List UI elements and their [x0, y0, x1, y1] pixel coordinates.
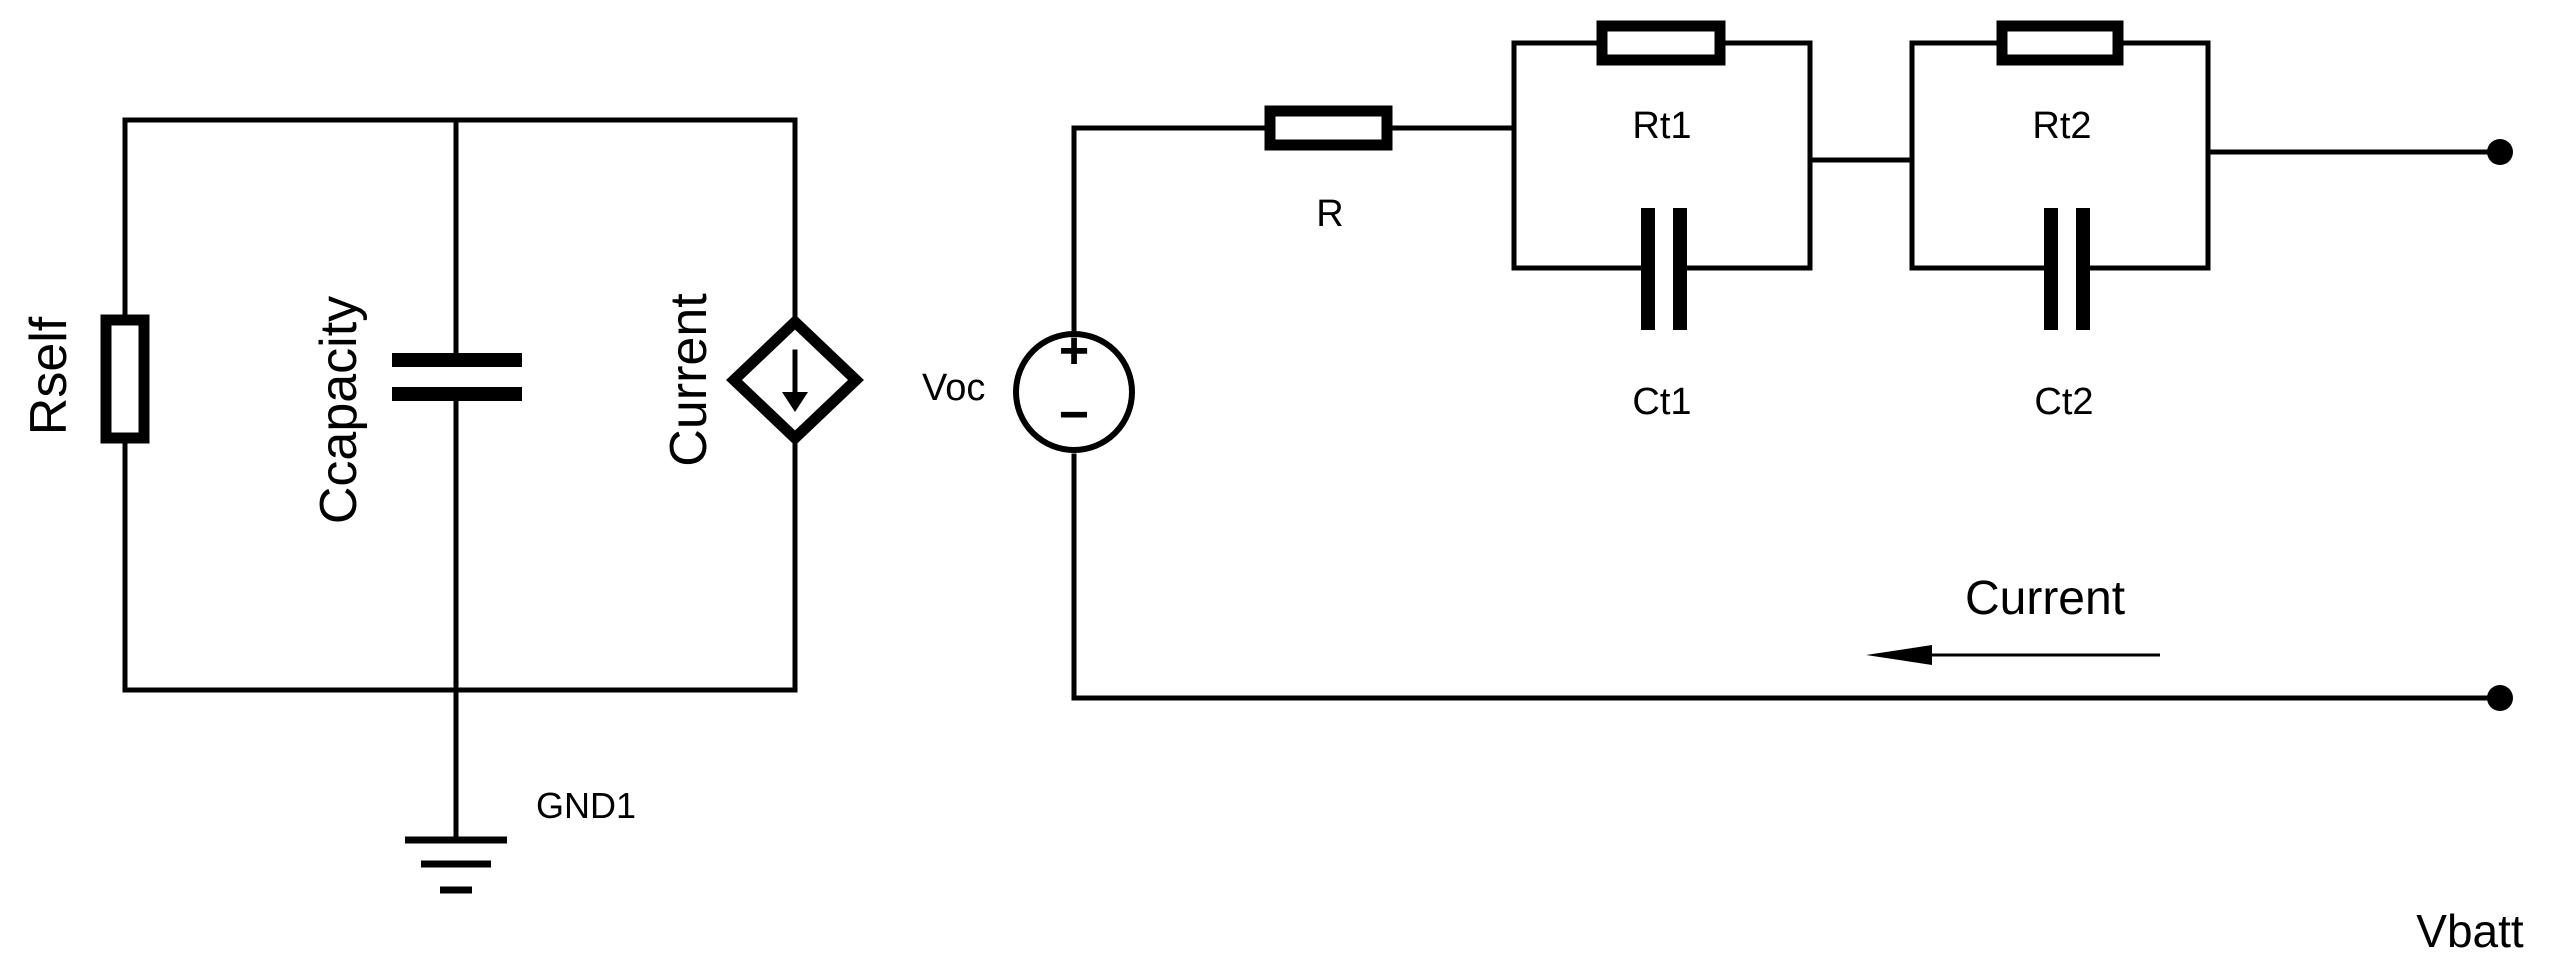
current-direction-arrowhead	[1866, 645, 1932, 665]
current-source-label: Current	[660, 293, 718, 467]
r-label: R	[1316, 193, 1343, 235]
vbatt-label: Vbatt	[2416, 905, 2524, 957]
bottom-rail-wire	[122, 437, 798, 693]
rt2-resistor	[1996, 20, 2124, 66]
voc-bottom-wire	[1071, 453, 2503, 701]
thevenin-model-circuit: + − Voc R Rt1 Ct1 Rt2 Ct2 Current Vbatt	[922, 20, 2524, 957]
negative-terminal-dot	[2487, 685, 2513, 711]
gnd-label: GND1	[536, 785, 636, 826]
current-arrow-label: Current	[1965, 572, 2125, 625]
ccapacity-label: Ccapacity	[310, 296, 368, 524]
current-source-arrowhead	[782, 392, 808, 412]
rt2-label: Rt2	[2032, 105, 2091, 147]
ct2-label: Ct2	[2034, 381, 2093, 423]
rc2-left-wire	[1909, 40, 2051, 271]
voc-minus-sign: −	[1059, 386, 1089, 444]
rt1-label: Rt1	[1632, 105, 1691, 147]
r-resistor	[1264, 105, 1393, 151]
rc2-right-wire	[2083, 40, 2211, 271]
ct1-label: Ct1	[1632, 381, 1691, 423]
rc1-right-wire	[1680, 40, 1813, 271]
capacity-model-circuit: Rself Ccapacity Current GND1	[20, 117, 864, 894]
voc-plus-sign: +	[1059, 322, 1089, 380]
rc1-left-wire	[1511, 40, 1648, 271]
voc-voltage-source	[1013, 331, 1135, 453]
positive-terminal-dot	[2487, 139, 2513, 165]
rself-label: Rself	[20, 316, 78, 435]
rt1-resistor	[1596, 20, 1726, 66]
ground-symbol	[405, 836, 507, 894]
rself-resistor	[100, 314, 150, 444]
voc-top-wire	[1071, 125, 1271, 333]
voc-label: Voc	[922, 367, 985, 409]
top-rail-wire	[122, 117, 798, 323]
